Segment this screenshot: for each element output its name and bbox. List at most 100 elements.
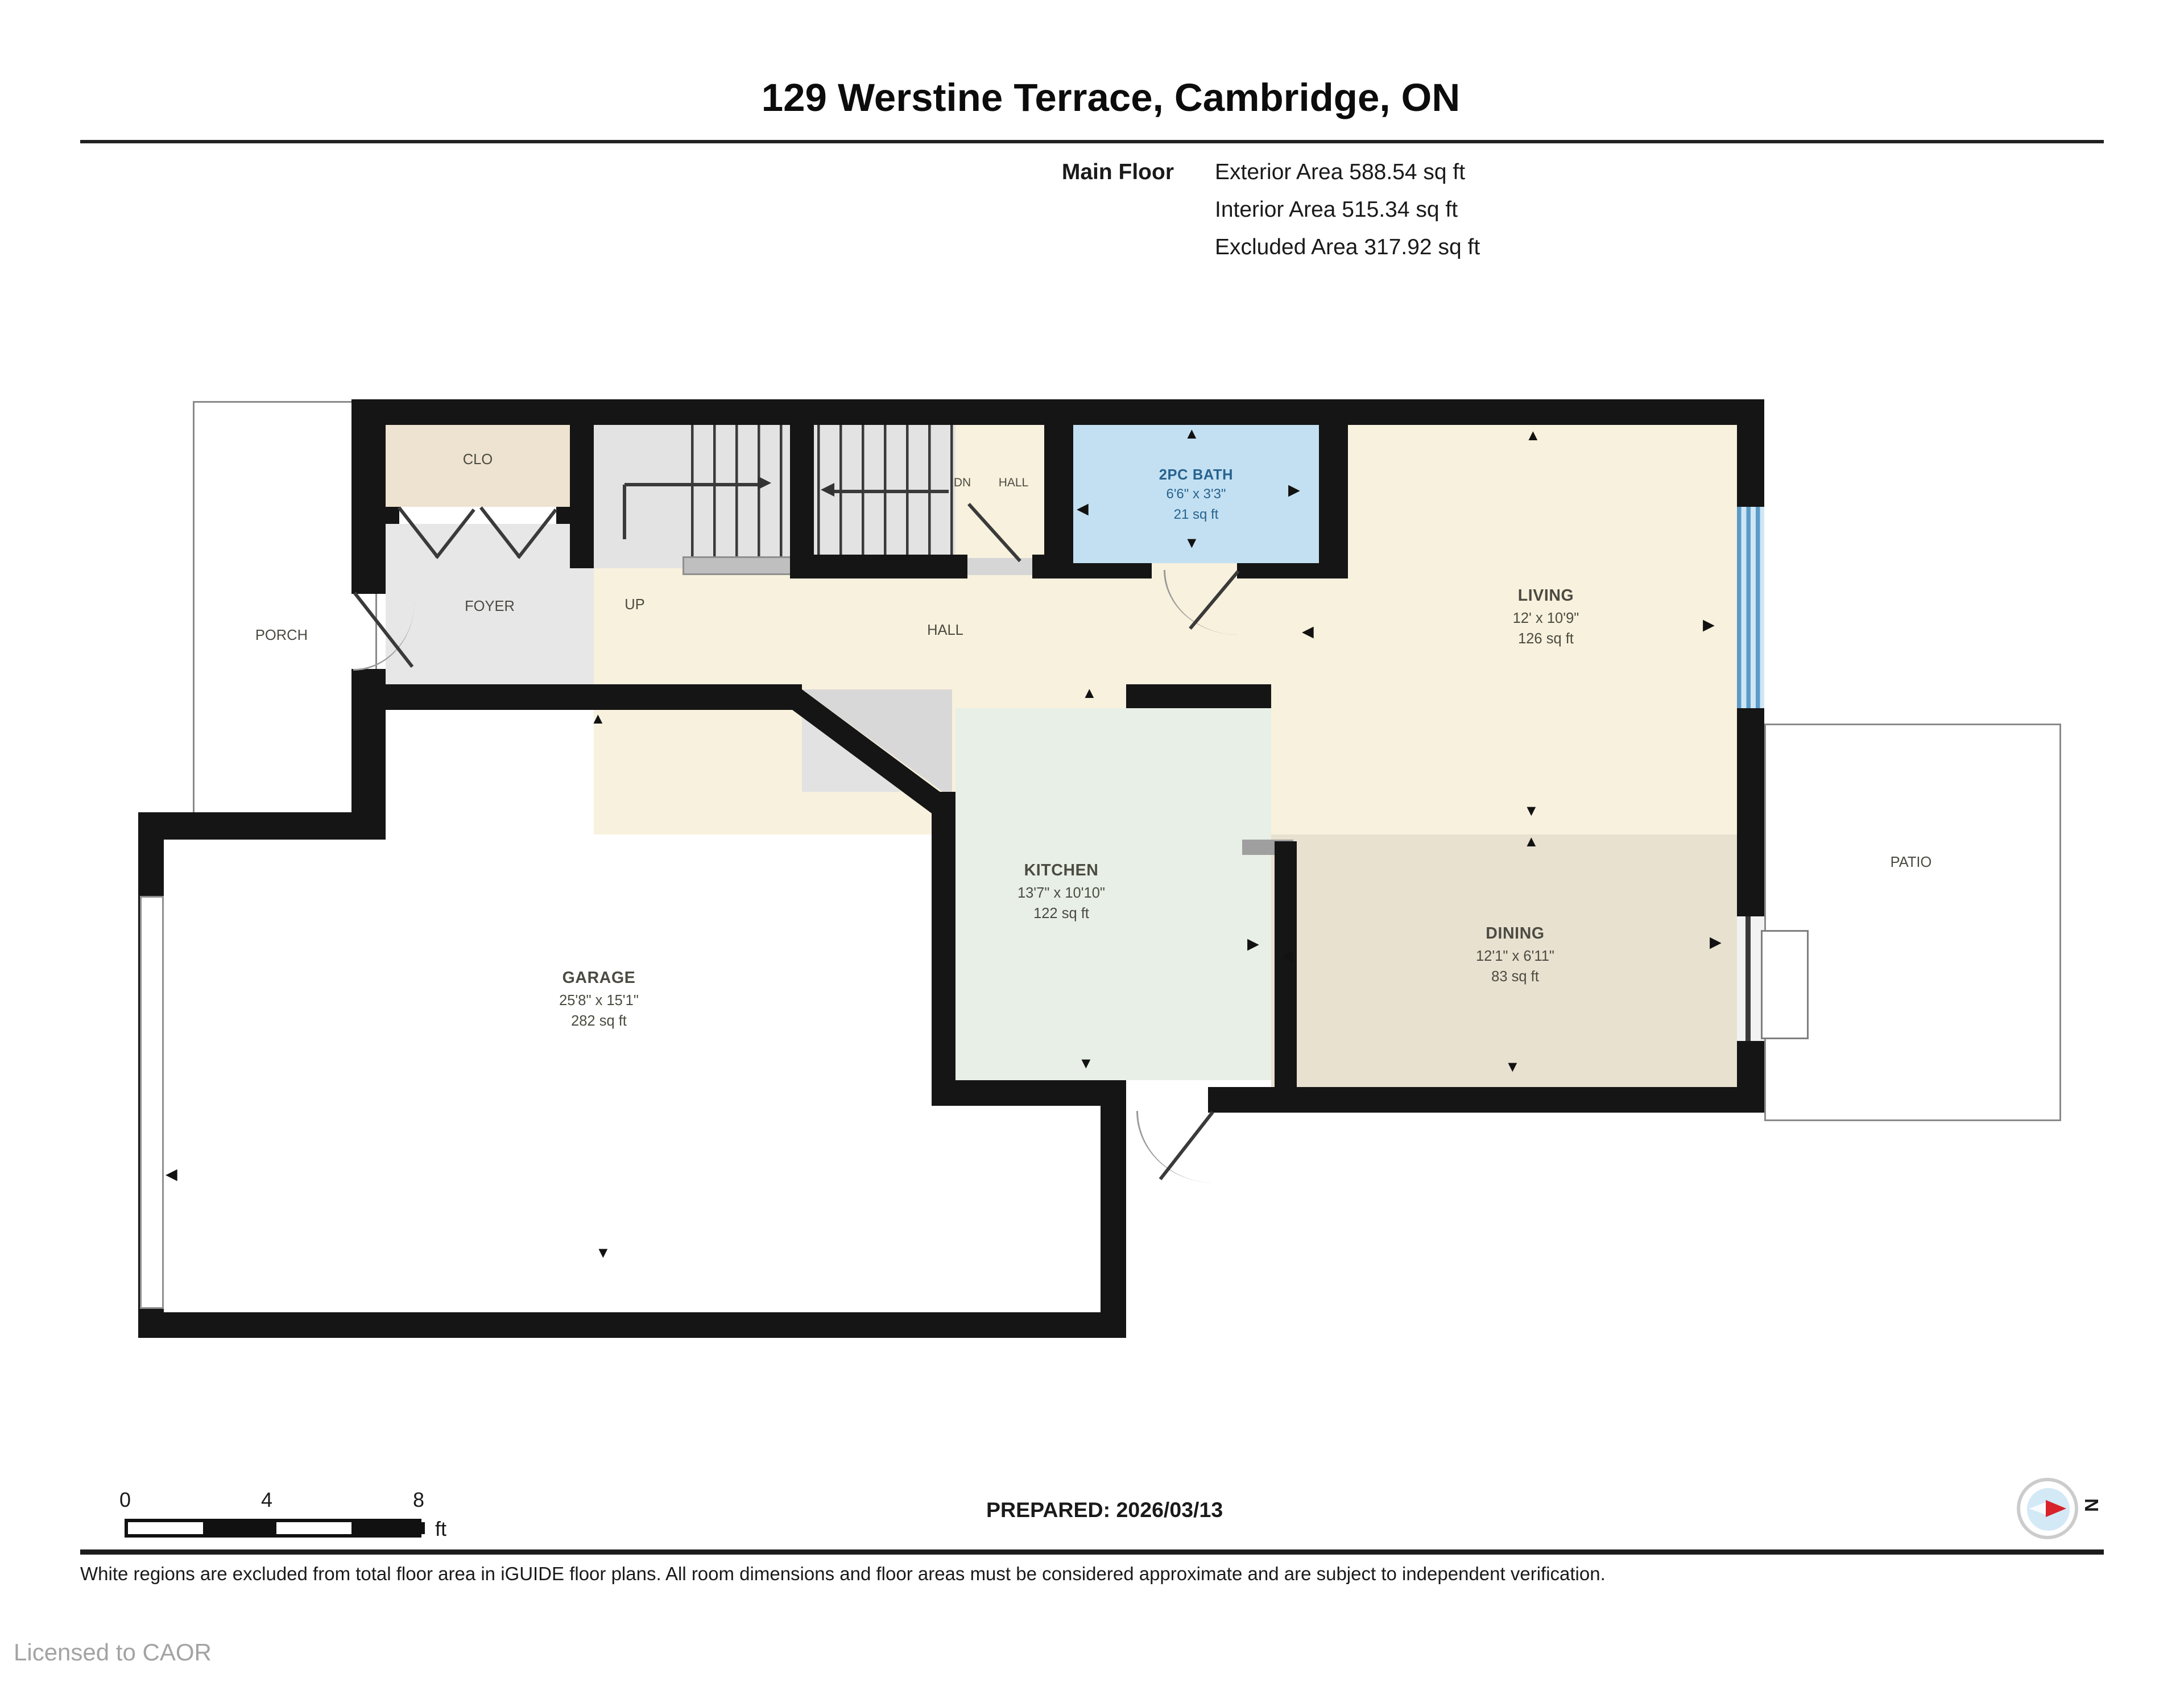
room-name: CLO xyxy=(462,451,493,468)
room-dims: 6'6" x 3'3" xyxy=(1166,486,1226,502)
arrow-right-icon: ▶ xyxy=(1710,933,1722,951)
stairs-dn-label: DN xyxy=(942,474,983,495)
excluded-area: Excluded Area 317.92 sq ft xyxy=(1215,234,1480,259)
arrow-right-icon: ▶ xyxy=(1247,935,1259,952)
garage-door xyxy=(140,896,164,1309)
arrow-left-icon: ◀ xyxy=(1281,947,1293,964)
dining-label: DINING 12'1" x 6'11" 83 sq ft xyxy=(1396,925,1635,986)
wall-flights-divider xyxy=(790,425,814,578)
bath-label: 2PC BATH 6'6" x 3'3" 21 sq ft xyxy=(1077,464,1316,526)
wall-closet-stub-right xyxy=(556,507,570,524)
wall-kitchen-bottom xyxy=(932,1080,1126,1106)
room-area: 122 sq ft xyxy=(1033,904,1089,921)
wall-kitchen-dining-divider xyxy=(1275,841,1297,1106)
scale-tick-4: 4 xyxy=(261,1488,273,1512)
arrow-up-icon: ▲ xyxy=(1524,833,1539,850)
stair-landing-up xyxy=(682,556,799,575)
room-name: PATIO xyxy=(1890,853,1932,870)
arrow-down-icon: ▼ xyxy=(1078,1055,1094,1072)
prepared-date: PREPARED: 2026/03/13 xyxy=(986,1498,1223,1522)
interior-area: Interior Area 515.34 sq ft xyxy=(1215,196,1458,222)
arrow-left-icon: ◀ xyxy=(1077,500,1089,517)
floor-label: Main Floor xyxy=(1061,159,1174,184)
scale-bar-segment xyxy=(350,1522,425,1534)
room-dining xyxy=(1271,834,1737,1087)
hall-upper-label: HALL xyxy=(983,474,1044,495)
room-dims: 12' x 10'9" xyxy=(1512,609,1579,626)
arrow-right-icon: ▶ xyxy=(1703,616,1715,633)
arrow-up-icon: ▲ xyxy=(1082,684,1097,701)
stairs-dn-text: DN xyxy=(953,478,971,490)
wall-right-mid xyxy=(1737,708,1764,916)
room-name: KITCHEN xyxy=(1024,862,1099,881)
arrow-down-icon: ▼ xyxy=(1505,1058,1520,1075)
arrow-right-icon: ▶ xyxy=(1288,481,1300,498)
room-name: LIVING xyxy=(1517,587,1574,606)
wall-left-upper xyxy=(351,399,386,594)
wall-top xyxy=(351,399,1764,425)
wall-porch-step xyxy=(138,812,386,840)
scale-bar xyxy=(125,1519,425,1538)
arrow-up-icon: ▲ xyxy=(1525,427,1541,444)
wall-stairs-left xyxy=(570,425,594,568)
wall-dining-bottom xyxy=(1208,1087,1737,1113)
arrow-left-icon: ◀ xyxy=(1302,623,1314,640)
room-name: 2PC BATH xyxy=(1159,466,1234,483)
room-closet xyxy=(386,425,570,507)
stair-dn-arrow-shaft xyxy=(833,490,949,493)
room-area: 126 sq ft xyxy=(1518,630,1574,647)
scale-tick-8: 8 xyxy=(413,1488,425,1512)
patio-door-opening xyxy=(1737,916,1764,1041)
room-area: 83 sq ft xyxy=(1491,968,1539,985)
stair-up-arrow-shaft-v xyxy=(623,485,626,539)
header-rule xyxy=(80,140,2104,143)
arrow-up-icon: ▲ xyxy=(590,710,606,727)
wall-right-upper xyxy=(1737,399,1764,507)
hall-label: HALL xyxy=(860,619,1031,640)
stair-landing-hall xyxy=(967,558,1032,575)
arrow-left-icon: ◀ xyxy=(166,1166,177,1183)
room-area: 282 sq ft xyxy=(571,1012,627,1029)
wall-bath-bottom-a xyxy=(1044,563,1152,578)
compass-north-label: N xyxy=(2079,1498,2100,1512)
arrow-down-icon: ▼ xyxy=(1184,534,1199,551)
room-name: FOYER xyxy=(465,597,515,614)
wall-bath-right xyxy=(1319,425,1348,578)
rear-door-arc xyxy=(1136,1111,1213,1183)
room-dims: 25'8" x 15'1" xyxy=(559,991,639,1009)
living-label: LIVING 12' x 10'9" 126 sq ft xyxy=(1426,587,1665,648)
patio-door-slider xyxy=(1745,916,1751,1041)
room-dims: 13'7" x 10'10" xyxy=(1017,884,1106,901)
compass-needle-north xyxy=(2046,1499,2066,1516)
stair-dn-arrow-head xyxy=(821,483,834,497)
scale-tick-0: 0 xyxy=(119,1488,131,1512)
kitchen-label: KITCHEN 13'7" x 10'10" 122 sq ft xyxy=(942,862,1181,923)
stair-treads-up xyxy=(691,425,790,556)
scale-unit: ft xyxy=(435,1517,447,1541)
compass-icon xyxy=(2017,1478,2078,1539)
room-name: GARAGE xyxy=(562,969,636,988)
stair-up-arrow-shaft-h xyxy=(624,483,761,486)
wall-bath-bottom-b xyxy=(1237,563,1348,578)
porch-label: PORCH xyxy=(196,625,367,645)
wall-right-lower xyxy=(1737,1041,1764,1113)
wall-garage-bottom xyxy=(138,1312,1126,1338)
wall-bath-left xyxy=(1044,425,1073,578)
room-name: HALL xyxy=(998,478,1029,490)
wall-kitchen-top xyxy=(1126,684,1271,708)
patio-label: PATIO xyxy=(1809,852,2013,872)
room-name: DINING xyxy=(1486,925,1545,944)
stairs-up-text: UP xyxy=(624,596,645,613)
room-name: HALL xyxy=(927,621,963,638)
room-area: 21 sq ft xyxy=(1173,507,1219,522)
license-text: Licensed to CAOR xyxy=(14,1638,212,1666)
room-kitchen xyxy=(956,708,1271,1080)
disclaimer-text: White regions are excluded from total fl… xyxy=(80,1565,1606,1585)
wall-stairs-bottom-a xyxy=(790,555,967,578)
wall-kitchen-left xyxy=(932,792,956,1106)
wall-closet-stub-left xyxy=(386,507,399,524)
scale-bar-segment xyxy=(202,1522,276,1534)
compass-needle-tail xyxy=(2029,1501,2048,1515)
patio-outline xyxy=(1764,724,2061,1121)
stair-up-arrow-head xyxy=(758,476,771,490)
